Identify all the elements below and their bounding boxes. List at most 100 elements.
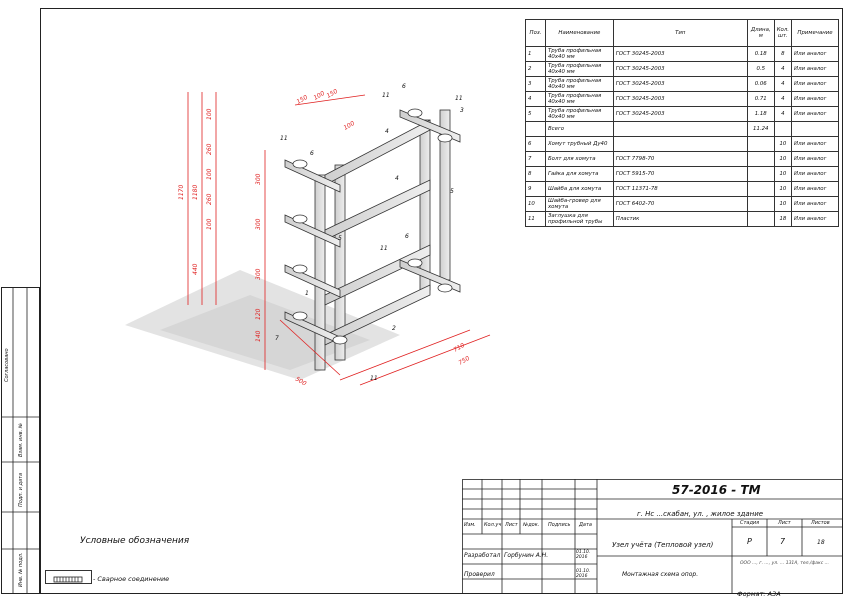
- spec-cell-note: Или аналог: [791, 196, 839, 212]
- sheets-label: Листов: [811, 520, 830, 526]
- spec-cell-type: [612, 121, 748, 137]
- sheet-value: 7: [780, 537, 786, 546]
- spec-cell-length: [746, 166, 775, 182]
- spec-cell-name: Труба профильная 40х40 мм: [544, 106, 614, 122]
- spec-cell-type: ГОСТ 6402-70: [612, 196, 748, 212]
- dimension-labels: 1170 1180 440 100 260 100 260 100 300 30…: [178, 88, 471, 388]
- dim-left-120: 120: [255, 308, 262, 320]
- tb-header-sheet: Лист: [505, 522, 518, 528]
- legend-title: Условные обозначения: [80, 536, 190, 546]
- spec-cell-qty: 8: [773, 46, 793, 62]
- isometric-support-drawing: 1170 1180 440 100 260 100 260 100 300 30…: [125, 83, 491, 388]
- dim-500: 500: [294, 376, 308, 388]
- spec-cell-qty: 10: [773, 151, 793, 167]
- spec-cell-length: 0.71: [746, 91, 775, 107]
- spec-header-qty: Кол. шт.: [773, 19, 793, 47]
- checker-date: 01.10. 2016: [576, 569, 591, 579]
- format-label: Формат: А3А: [737, 590, 781, 598]
- dim-top-100-h1: 100: [313, 90, 327, 102]
- spec-cell-qty: 4: [773, 76, 793, 92]
- callout-4b: 4: [395, 175, 399, 182]
- spec-cell-qty: 4: [773, 91, 793, 107]
- dim-1180: 1180: [192, 185, 199, 200]
- spec-header-note: Примечание: [791, 19, 839, 47]
- stamp-inv-label: Инв. № подл.: [18, 552, 24, 588]
- pipe-clamps: [292, 108, 453, 345]
- sheet-label: Лист: [778, 520, 791, 526]
- left-stamp: Согласовано Взам. инв. № Подп. и дата Ин…: [1, 287, 40, 594]
- dim-left-300b: 300: [255, 218, 262, 230]
- spec-cell-name: Болт для хомута: [544, 151, 614, 167]
- spec-cell-pos: [525, 121, 546, 137]
- callout-11b: 11: [455, 95, 463, 102]
- spec-cell-qty: 10: [773, 166, 793, 182]
- callout-6a: 6: [402, 83, 406, 90]
- sheet-subtitle: Монтажная схема опор.: [622, 571, 699, 578]
- sheets-value: 18: [817, 539, 825, 546]
- organization-info: ООО ..., г. ..., ул. ... 131А, тел./факс…: [740, 561, 829, 566]
- dim-top-100c: 100: [206, 218, 213, 230]
- stamp-sign-date-label: Подп. и дата: [18, 472, 24, 507]
- spec-cell-pos: 7: [525, 151, 546, 167]
- spec-cell-qty: 4: [773, 61, 793, 77]
- project-address: г. Нс ...скабан, ул. , жилое здание: [637, 510, 764, 518]
- spec-cell-length: 11.24: [746, 121, 775, 137]
- spec-cell-note: Или аналог: [791, 76, 839, 92]
- spec-cell-type: ГОСТ 11371-78: [612, 181, 748, 197]
- spec-cell-qty: [773, 121, 793, 137]
- spec-cell-name: Гайка для хомута: [544, 166, 614, 182]
- callout-2: 2: [392, 325, 396, 332]
- title-block: 57-2016 - ТМ г. Нс ...скабан, ул. , жило…: [462, 479, 843, 594]
- stage-label: Стадия: [740, 520, 760, 526]
- tb-header-docno: №док.: [523, 522, 540, 528]
- dim-top-150a: 150: [296, 94, 310, 106]
- role-checker: Проверил: [464, 571, 495, 578]
- spec-cell-qty: 10: [773, 136, 793, 152]
- stamp-agreed-label: Согласовано: [4, 348, 10, 382]
- callout-5a: 5: [450, 188, 454, 195]
- spec-cell-note: Или аналог: [791, 181, 839, 197]
- sheet-title: Узел учёта (Тепловой узел): [612, 541, 714, 549]
- document-code: 57-2016 - ТМ: [672, 483, 761, 497]
- callout-3a: 3: [460, 107, 464, 114]
- spec-cell-type: ГОСТ 7798-70: [612, 151, 748, 167]
- spec-cell-note: Или аналог: [791, 136, 839, 152]
- callout-11e: 11: [370, 375, 378, 382]
- callout-1: 1: [305, 290, 309, 297]
- dim-top-260a: 260: [206, 143, 213, 155]
- spec-cell-note: Или аналог: [791, 46, 839, 62]
- developer-date: 01.10. 2016: [576, 550, 591, 560]
- spec-cell-note: Или аналог: [791, 211, 839, 227]
- spec-cell-name: Заглушка для профильной трубы: [544, 211, 614, 227]
- spec-cell-pos: 1: [525, 46, 546, 62]
- spec-cell-length: [746, 151, 775, 167]
- dim-top-260b: 260: [206, 193, 213, 205]
- spec-cell-pos: 6: [525, 136, 546, 152]
- spec-cell-name: Шайба-гровер для хомута: [544, 196, 614, 212]
- spec-cell-length: [746, 181, 775, 197]
- spec-cell-name: Труба профильная 40х40 мм: [544, 76, 614, 92]
- role-developer: Разработал: [464, 552, 501, 559]
- spec-cell-note: Или аналог: [791, 166, 839, 182]
- spec-cell-type: ГОСТ 30245-2003: [612, 61, 748, 77]
- spec-cell-length: 1.18: [746, 106, 775, 122]
- callout-6c: 6: [405, 233, 409, 240]
- spec-cell-qty: 10: [773, 196, 793, 212]
- support-frame: [284, 109, 461, 371]
- spec-cell-pos: 11: [525, 211, 546, 227]
- dimension-lines: [187, 92, 491, 386]
- spec-cell-name: Труба профильная 40х40 мм: [544, 91, 614, 107]
- spec-cell-type: ГОСТ 30245-2003: [612, 46, 748, 62]
- spec-cell-note: Или аналог: [791, 151, 839, 167]
